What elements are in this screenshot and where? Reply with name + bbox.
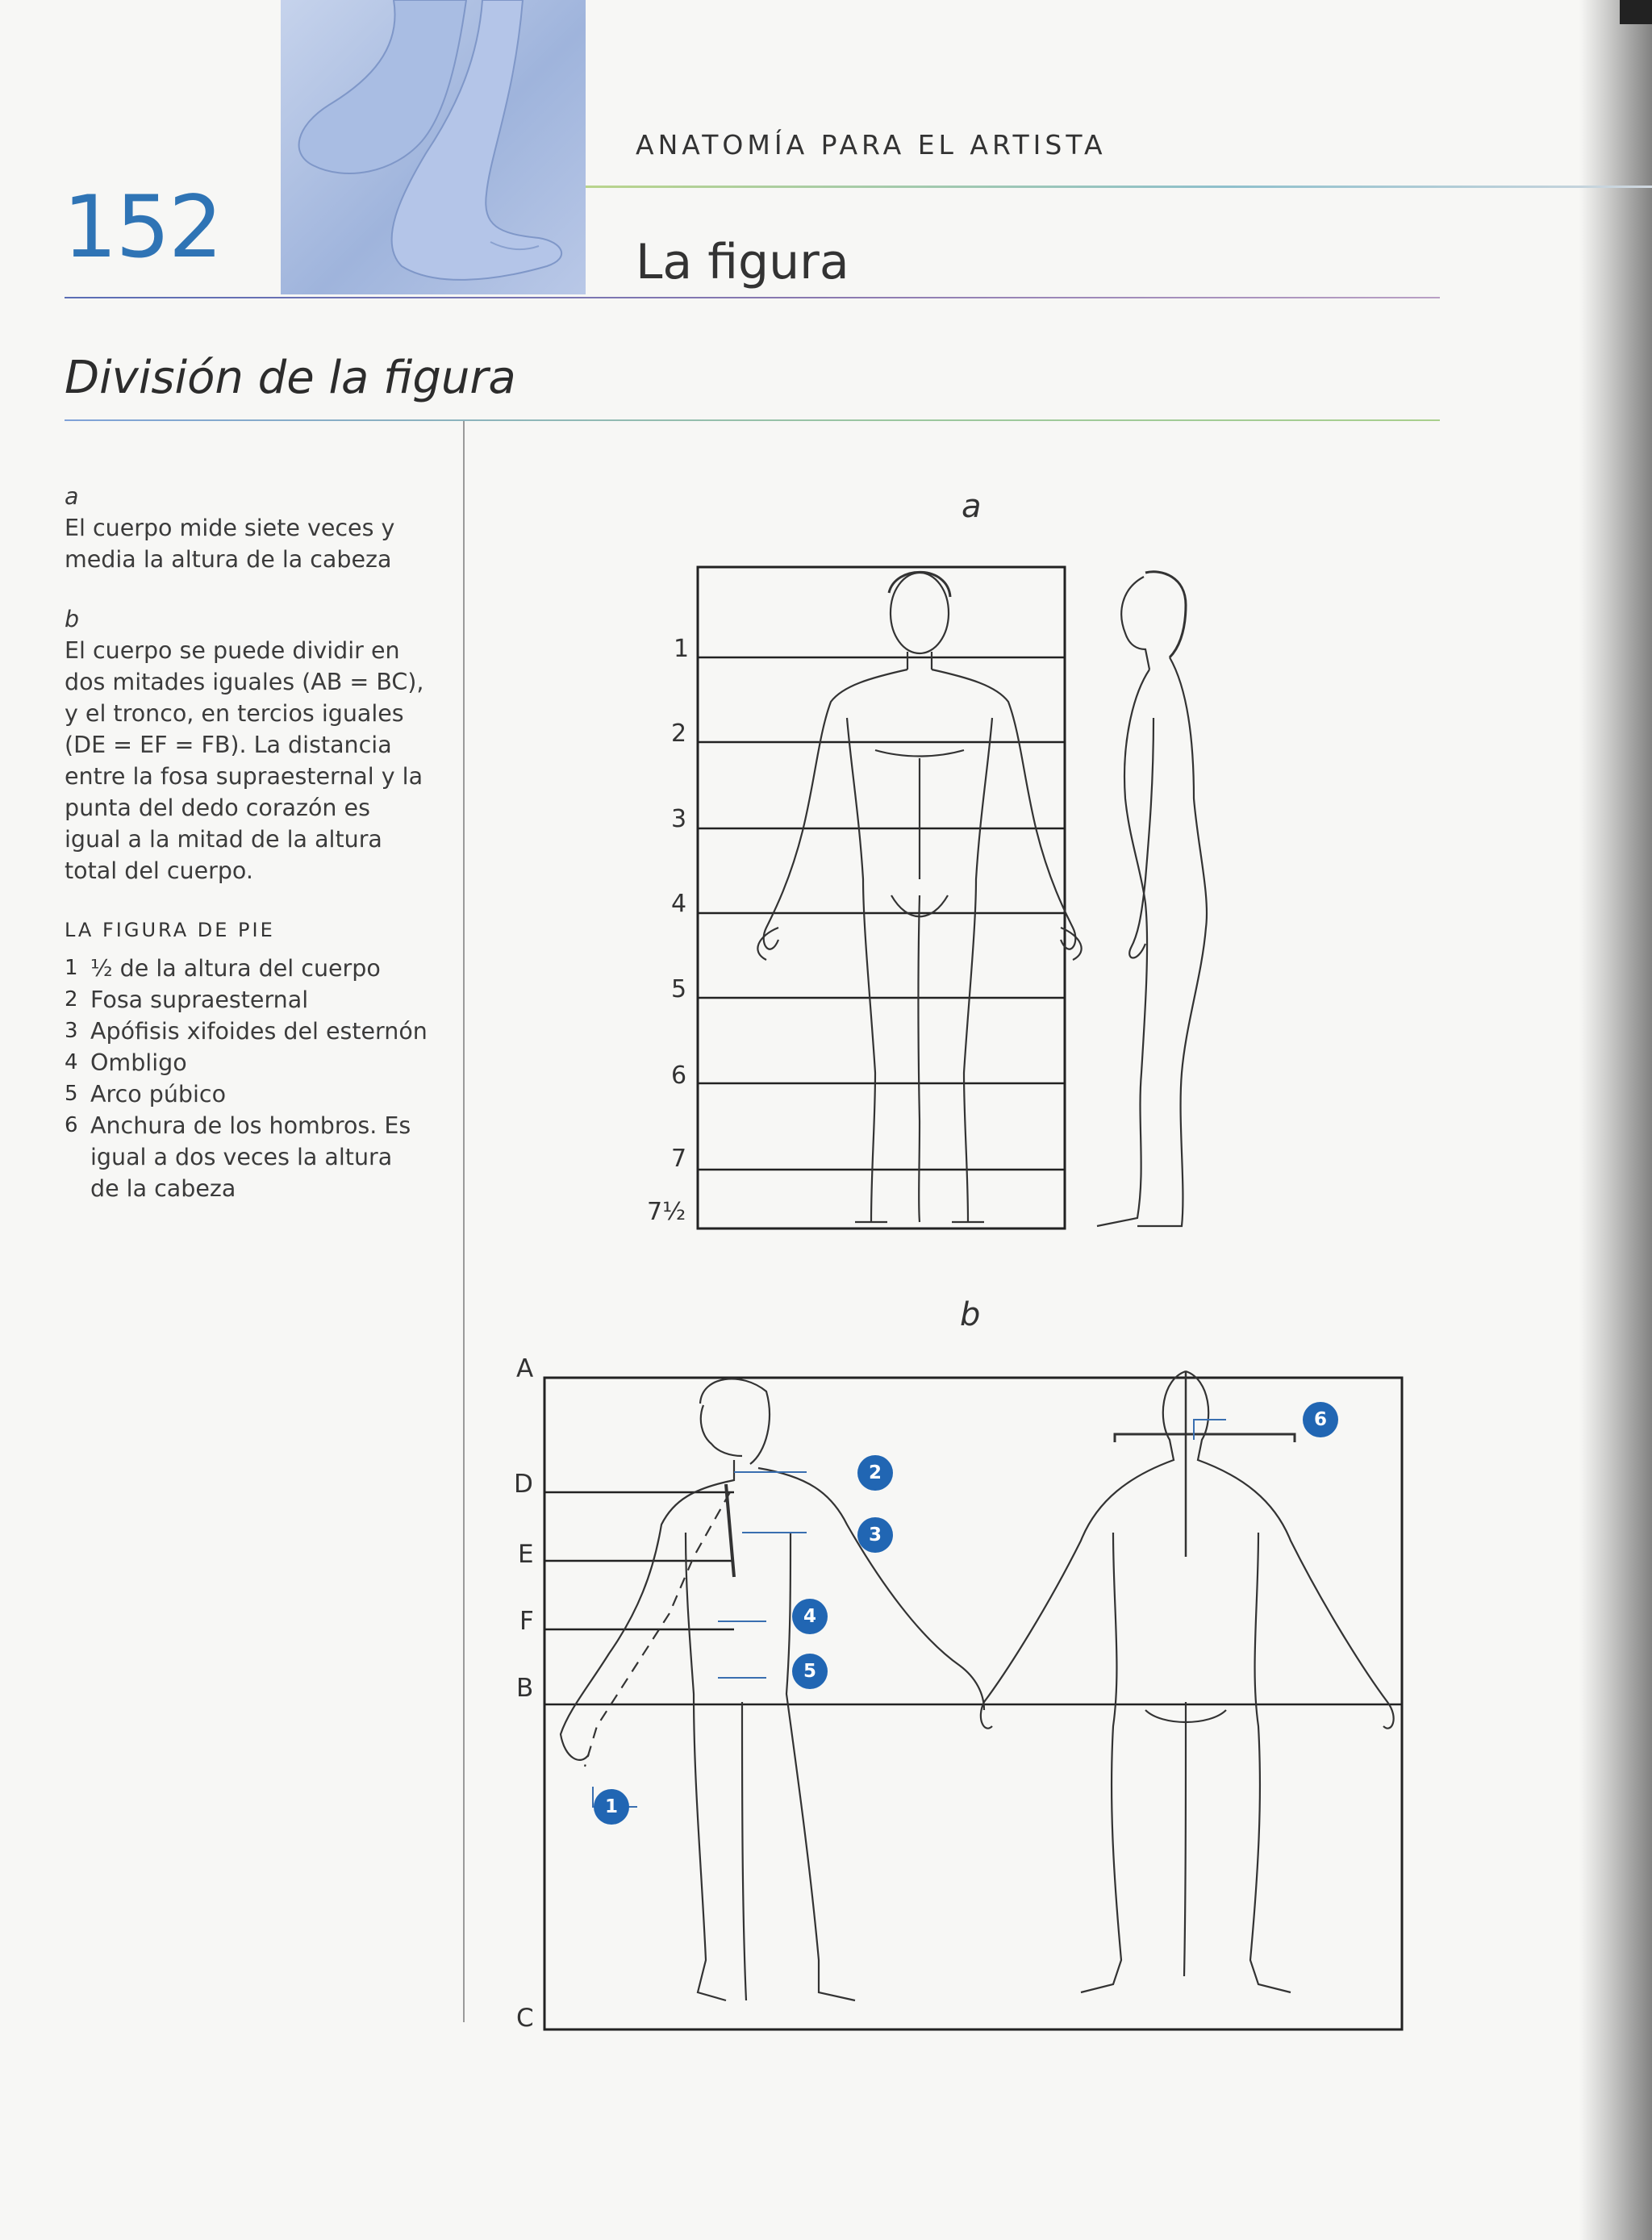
legend-text: ½ de la altura del cuerpo [90,955,381,982]
line-number: 7 [671,1145,686,1173]
caption-a: a El cuerpo mide siete veces y media la … [65,481,428,575]
line-number: 4 [671,890,686,918]
legend-item: 6 Anchura de los hombros. Es igual a dos … [65,1110,428,1204]
legend-item: 5 Arco púbico [65,1078,428,1110]
legend-text: Arco púbico [90,1081,227,1107]
page-corner [1620,0,1652,24]
figure-a-grid [698,656,1065,1171]
legend-num: 3 [65,1019,78,1043]
page-edge-shadow [1579,0,1652,2240]
legend-list: 1 ½ de la altura del cuerpo 2 Fosa supraes… [65,953,428,1204]
front-figure [757,570,1083,1224]
line-number: 2 [671,720,686,748]
legend-text: Ombligo [90,1049,187,1076]
line-number: 3 [671,805,686,833]
side-figure [1096,570,1208,1228]
title-rule [65,297,1440,298]
foot-drawing [298,0,563,281]
page-number: 152 [63,177,223,277]
line-number: 6 [671,1062,686,1090]
front-figure-b [559,1378,986,2002]
sidebar-text: a El cuerpo mide siete veces y media la … [65,481,428,1204]
figure-a-label: a [962,488,982,525]
caption-b-text: El cuerpo se puede dividir en dos mitade… [65,637,424,884]
caption-b-tag: b [65,606,80,632]
legend-text: Fosa supraesternal [90,987,309,1013]
callout-badge-3: 3 [857,1517,893,1553]
caption-b: b El cuerpo se puede dividir en dos mita… [65,603,428,886]
line-number: 7½ [647,1198,686,1226]
chapter-title: La figura [636,234,849,290]
column-divider [463,421,465,2022]
legend-num: 4 [65,1050,78,1074]
legend-item: 1 ½ de la altura del cuerpo [65,953,428,984]
callout-leaders [592,1419,1226,1808]
figure-a-frame [696,565,1066,1230]
callout-badge-4: 4 [792,1599,828,1634]
legend-num: 5 [65,1082,78,1106]
section-title: División de la figura [65,352,516,404]
running-head: ANATOMÍA PARA EL ARTISTA [636,129,1107,161]
legend-title: LA FIGURA DE PIE [65,919,275,941]
letter-label: E [518,1540,534,1569]
legend-num: 2 [65,987,78,1012]
letter-label: C [516,2004,534,2033]
callout-badge-6: 6 [1303,1402,1338,1437]
legend-item: 4 Ombligo [65,1047,428,1078]
caption-a-text: El cuerpo mide siete veces y media la al… [65,515,395,573]
line-number: 5 [671,975,686,1003]
header-rule [586,186,1652,188]
callout-badge-5: 5 [792,1654,828,1689]
legend-text: Anchura de los hombros. Es igual a dos v… [90,1112,411,1202]
line-number: 1 [674,635,689,663]
legend-item: 3 Apófisis xifoides del esternón [65,1016,428,1047]
figure-b: A D E F B C [514,1354,1404,2033]
legend-text: Apófisis xifoides del esternón [90,1018,428,1045]
callout-badge-2: 2 [857,1455,893,1491]
letter-label: A [516,1354,533,1383]
legend-num: 1 [65,956,78,980]
section-rule [65,419,1440,421]
letter-label: F [519,1607,534,1636]
caption-a-tag: a [65,483,79,510]
callout-badge-1: 1 [594,1789,629,1825]
figure-b-guides [544,1491,1402,1706]
legend-item: 2 Fosa supraesternal [65,984,428,1016]
back-figure-b [979,1370,1395,1994]
letter-label: D [514,1470,533,1499]
legend-num: 6 [65,1113,78,1137]
figure-b-label: b [960,1296,981,1333]
figure-a: 1 2 3 4 5 6 7 7½ [647,565,1208,1230]
foot-illustration [281,0,586,294]
letter-label: B [516,1674,533,1703]
